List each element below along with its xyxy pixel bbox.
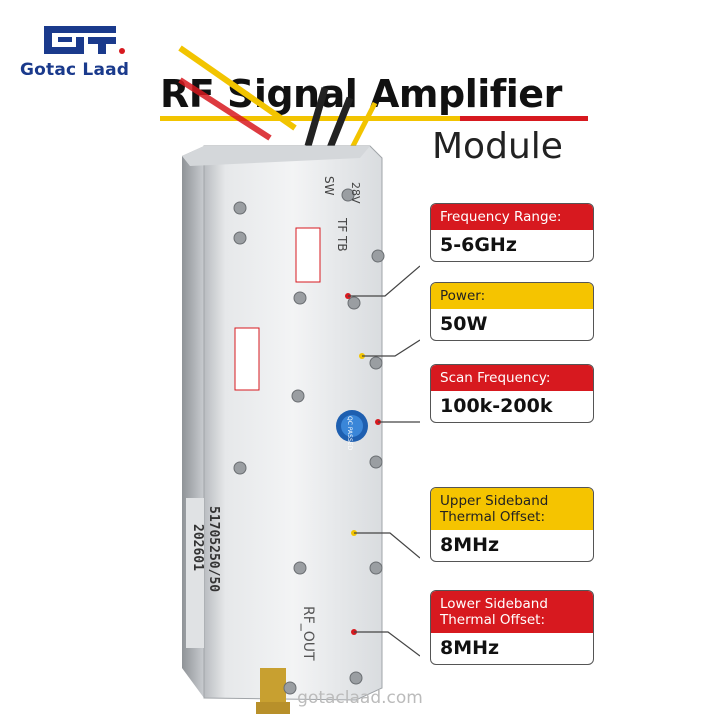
spec-value: 8MHz xyxy=(440,534,500,556)
device-batch: 202601 xyxy=(190,524,205,571)
spec-value: 100k-200k xyxy=(440,395,553,417)
spec-value: 50W xyxy=(440,313,488,335)
spec-card-frequency-range: Frequency Range: 5-6GHz xyxy=(430,203,594,262)
spec-card-power: Power: 50W xyxy=(430,282,594,341)
spec-value: 8MHz xyxy=(440,637,500,659)
spec-label: Frequency Range: xyxy=(431,204,593,230)
brand-name: Gotac Laad xyxy=(20,60,130,80)
title-underline-red xyxy=(460,116,588,121)
qc-badge-text: QC PASSED xyxy=(346,416,353,451)
brand-logo-icon xyxy=(44,26,125,54)
title-underline-yellow xyxy=(160,116,460,121)
spec-label: Scan Frequency: xyxy=(431,365,593,391)
spec-card-scan-frequency: Scan Frequency: 100k-200k xyxy=(430,364,594,423)
amplifier-module-image: SW 28V TF TB 51705250/50 202601 RF_OUT Q… xyxy=(178,45,420,714)
device-label-sw: SW xyxy=(322,176,336,196)
spec-value: 5-6GHz xyxy=(440,234,517,256)
device-label-tf: TF TB xyxy=(335,217,349,252)
spec-label: Power: xyxy=(431,283,593,309)
page-subtitle: Module xyxy=(432,126,563,167)
device-serial: 51705250/50 xyxy=(206,506,221,592)
website-watermark: gotaclaad.com xyxy=(297,688,423,708)
device-port-label: RF_OUT xyxy=(300,606,316,661)
device-label-28v: 28V xyxy=(349,182,362,204)
